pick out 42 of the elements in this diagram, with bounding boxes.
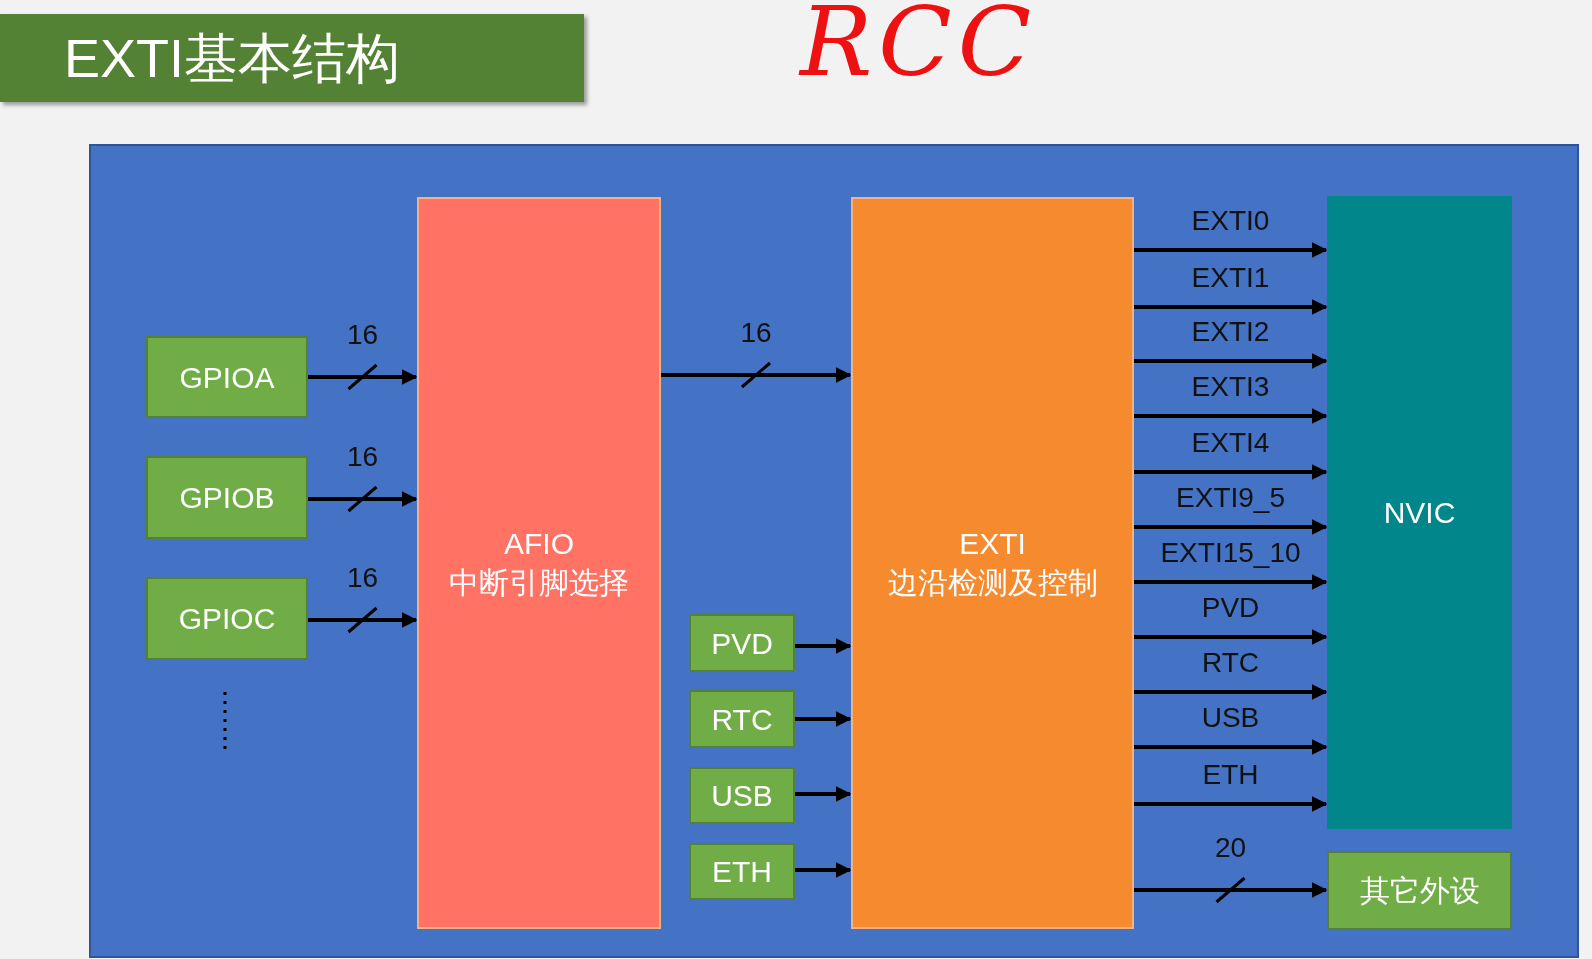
nvic-block bbox=[1327, 196, 1512, 829]
edge-label: EXTI0 bbox=[1191, 207, 1270, 235]
handwritten-note: RCC bbox=[800, 0, 1038, 96]
edge-label: ETH bbox=[1202, 761, 1259, 789]
peripheral-box bbox=[689, 614, 795, 672]
bus-width-label: 16 bbox=[346, 564, 379, 592]
box-title: ETH bbox=[712, 854, 772, 890]
bus-width-label: 16 bbox=[346, 321, 379, 349]
peripheral-box bbox=[689, 767, 795, 824]
peripheral-box bbox=[1327, 851, 1512, 930]
title-banner: EXTI基本结构 bbox=[0, 14, 584, 102]
peripheral-box bbox=[146, 336, 308, 418]
box-subtitle: 边沿检测及控制 bbox=[887, 565, 1098, 601]
box-title: GPIOB bbox=[179, 480, 275, 516]
bus-width-label: 20 bbox=[1214, 834, 1247, 862]
peripheral-box bbox=[689, 843, 795, 900]
edge-label: EXTI9_5 bbox=[1176, 484, 1285, 512]
edge-label: USB bbox=[1201, 704, 1260, 732]
box-title: GPIOA bbox=[179, 359, 275, 396]
edge-label: RTC bbox=[1202, 649, 1259, 677]
edge-label: EXTI3 bbox=[1191, 373, 1270, 401]
afio-block bbox=[417, 197, 661, 929]
bus-width-label: 16 bbox=[346, 443, 379, 471]
edge-label: EXTI4 bbox=[1191, 429, 1270, 457]
edge-label: EXTI1 bbox=[1191, 264, 1270, 292]
box-title: NVIC bbox=[1383, 495, 1456, 531]
exti-block bbox=[851, 197, 1134, 929]
peripheral-box bbox=[146, 577, 308, 660]
box-subtitle: 中断引脚选择 bbox=[449, 565, 629, 601]
peripheral-box bbox=[146, 456, 308, 539]
box-title: GPIOC bbox=[178, 601, 276, 637]
box-title: EXTI bbox=[959, 526, 1026, 562]
edge-label: EXTI15_10 bbox=[1160, 539, 1301, 567]
box-title: AFIO bbox=[504, 526, 574, 562]
box-title: USB bbox=[711, 778, 773, 814]
box-title: 其它外设 bbox=[1359, 873, 1480, 909]
box-title: PVD bbox=[711, 625, 773, 662]
peripheral-box bbox=[689, 690, 795, 748]
edge-label: PVD bbox=[1201, 594, 1260, 622]
bus-width-label: 16 bbox=[740, 319, 772, 347]
edge-label: EXTI2 bbox=[1191, 318, 1270, 346]
box-title: RTC bbox=[711, 701, 773, 738]
